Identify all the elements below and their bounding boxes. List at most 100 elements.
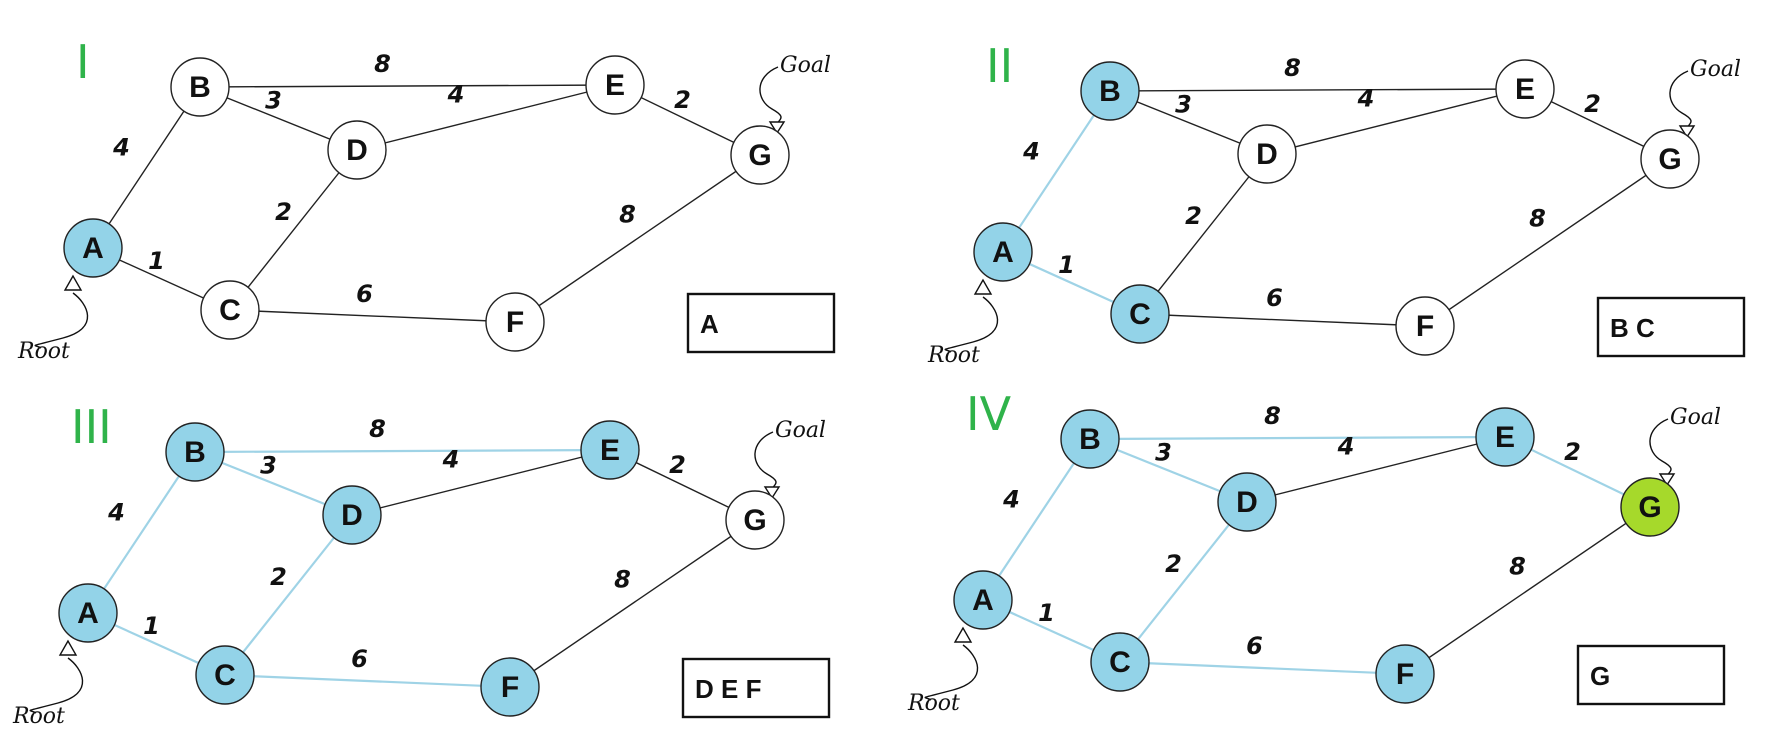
edge-weight-label: 8 <box>614 566 631 594</box>
edge-weight-label: 3 <box>260 452 277 480</box>
panel-numeral: I <box>76 35 90 89</box>
edge-c-d <box>229 149 358 311</box>
node-circle <box>580 420 640 480</box>
root-pointer <box>29 657 84 714</box>
node-f: F <box>1395 296 1455 356</box>
goal-pointer <box>1669 70 1692 130</box>
node-g: G <box>725 490 785 550</box>
node-label: D <box>341 499 363 532</box>
edge-c-d <box>1119 501 1248 663</box>
edge-f-g <box>1424 158 1671 327</box>
queue-box <box>1596 296 1746 358</box>
node-circle <box>1395 296 1455 356</box>
panel-numeral: II <box>986 39 1013 93</box>
edge-f-g <box>509 519 756 688</box>
edge-c-f <box>229 309 516 323</box>
root-label: Root <box>12 704 65 729</box>
root-arrow-head-icon <box>63 274 83 291</box>
root-arrow-head-icon <box>973 278 993 295</box>
edge-d-e <box>1246 436 1506 503</box>
edge-f-g <box>1404 506 1651 675</box>
edge-d-e <box>356 84 616 151</box>
edge-weight-label: 8 <box>1509 553 1526 581</box>
node-circle <box>730 125 790 185</box>
edge-weight-label: 4 <box>442 446 460 474</box>
node-circle <box>1237 124 1297 184</box>
edge-c-f <box>1139 313 1426 327</box>
edge-a-b <box>87 451 196 614</box>
edge-weight-label: 2 <box>1584 90 1601 118</box>
node-circle <box>725 490 785 550</box>
queue-contents: B C <box>1610 313 1655 343</box>
edge-weight-label: 8 <box>619 201 636 229</box>
node-a: A <box>58 583 118 643</box>
node-label: E <box>600 434 620 467</box>
node-circle <box>1080 61 1140 121</box>
root-arrow-head-icon <box>58 639 78 656</box>
edge-c-d <box>1139 153 1268 315</box>
node-f: F <box>480 657 540 717</box>
root-label: Root <box>17 339 70 364</box>
node-f: F <box>485 292 545 352</box>
node-b: B <box>165 422 225 482</box>
node-circle <box>1090 632 1150 692</box>
goal-pointer <box>1649 418 1672 478</box>
edge-weight-label: 4 <box>447 81 465 109</box>
node-label: D <box>1256 138 1278 171</box>
node-circle <box>322 485 382 545</box>
edge-weight-label: 8 <box>1284 54 1301 82</box>
goal-label: Goal <box>1670 405 1721 430</box>
node-label: A <box>972 584 994 617</box>
node-circle <box>480 657 540 717</box>
node-b: B <box>170 57 230 117</box>
edge-weight-label: 8 <box>1264 402 1281 430</box>
node-b: B <box>1080 61 1140 121</box>
edge-weight-label: 8 <box>1529 205 1546 233</box>
node-label: F <box>1396 658 1414 691</box>
node-circle <box>485 292 545 352</box>
node-label: C <box>214 659 236 692</box>
node-circle <box>165 422 225 482</box>
node-a: A <box>63 218 123 278</box>
edge-b-e <box>199 84 616 88</box>
edge-weight-label: 3 <box>1155 439 1172 467</box>
node-label: C <box>1109 646 1131 679</box>
edge-c-f <box>1119 660 1406 676</box>
node-circle <box>953 570 1013 630</box>
edge-a-b <box>1002 90 1111 253</box>
node-label: B <box>189 71 211 104</box>
edge-weight-label: 4 <box>107 499 125 527</box>
node-c: C <box>1090 632 1150 692</box>
node-label: C <box>1129 298 1151 331</box>
node-circle <box>1217 472 1277 532</box>
goal-label: Goal <box>780 53 831 78</box>
node-a: A <box>953 570 1013 630</box>
node-circle <box>1620 477 1680 537</box>
node-label: E <box>605 69 625 102</box>
node-circle <box>973 222 1033 282</box>
edge-weight-label: 2 <box>1564 438 1581 466</box>
queue-box <box>681 657 831 719</box>
goal-arrow-head-icon <box>763 486 781 500</box>
edge-weight-label: 3 <box>265 87 282 115</box>
node-label: D <box>346 134 368 167</box>
node-circle <box>170 57 230 117</box>
node-label: A <box>77 597 99 630</box>
node-label: B <box>1079 423 1101 456</box>
node-label: C <box>219 294 241 327</box>
node-label: G <box>743 504 766 537</box>
queue-contents: G <box>1590 661 1610 691</box>
node-circle <box>327 120 387 180</box>
edge-weight-label: 4 <box>1022 138 1040 166</box>
edge-weight-label: 1 <box>143 612 160 640</box>
edge-f-g <box>514 154 761 323</box>
root-pointer <box>924 644 979 701</box>
root-arrow-head-icon <box>953 626 973 643</box>
goal-label: Goal <box>775 418 826 443</box>
goal-label: Goal <box>1690 57 1741 82</box>
node-label: B <box>1099 75 1121 108</box>
